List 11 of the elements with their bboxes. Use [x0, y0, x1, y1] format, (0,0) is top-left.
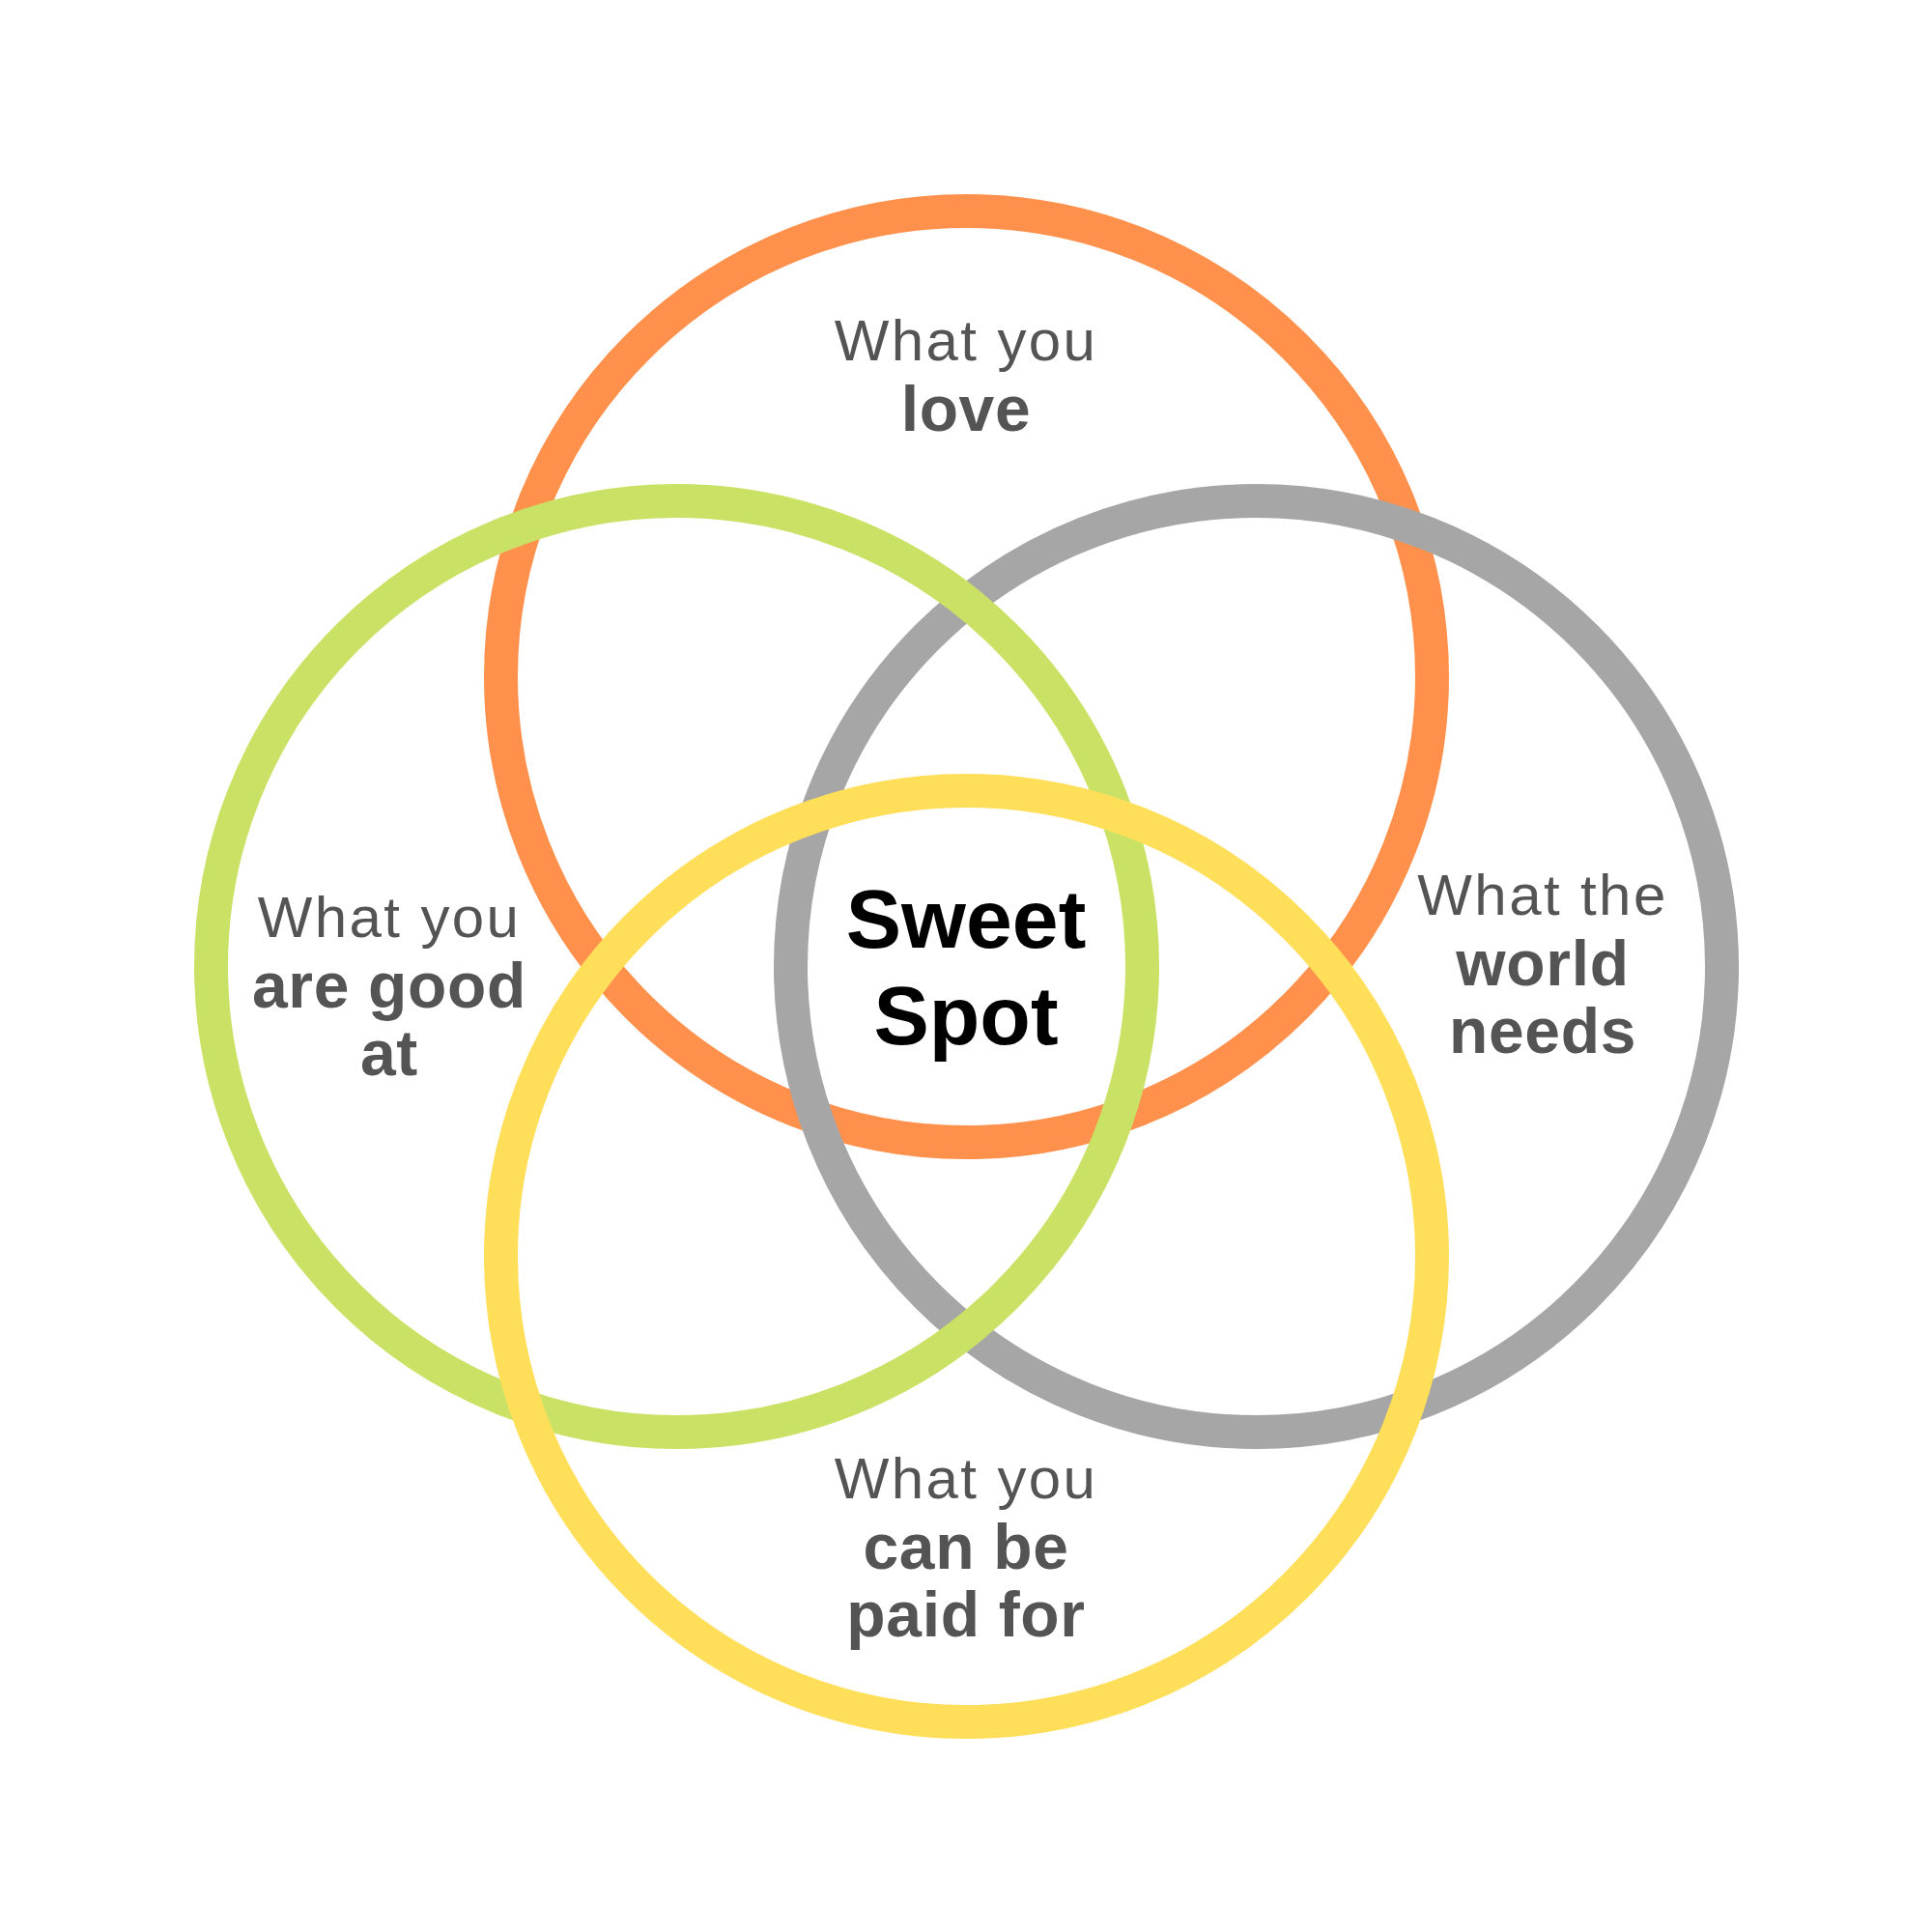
- circle-subtitle: What you: [834, 1445, 1098, 1513]
- circle-title: love: [900, 375, 1032, 442]
- circle-title: can be paid for: [845, 1513, 1087, 1648]
- venn-circle: [193, 483, 1159, 1449]
- circle-subtitle: What you: [257, 884, 522, 952]
- circle-subtitle: What the: [1417, 862, 1668, 929]
- venn-circle: [773, 483, 1739, 1449]
- circle-subtitle: What you: [834, 307, 1098, 375]
- circle-title: are good at: [251, 952, 527, 1087]
- sweet-spot-label: Sweet Spot: [821, 870, 1111, 1064]
- circle-title: world needs: [1447, 929, 1637, 1065]
